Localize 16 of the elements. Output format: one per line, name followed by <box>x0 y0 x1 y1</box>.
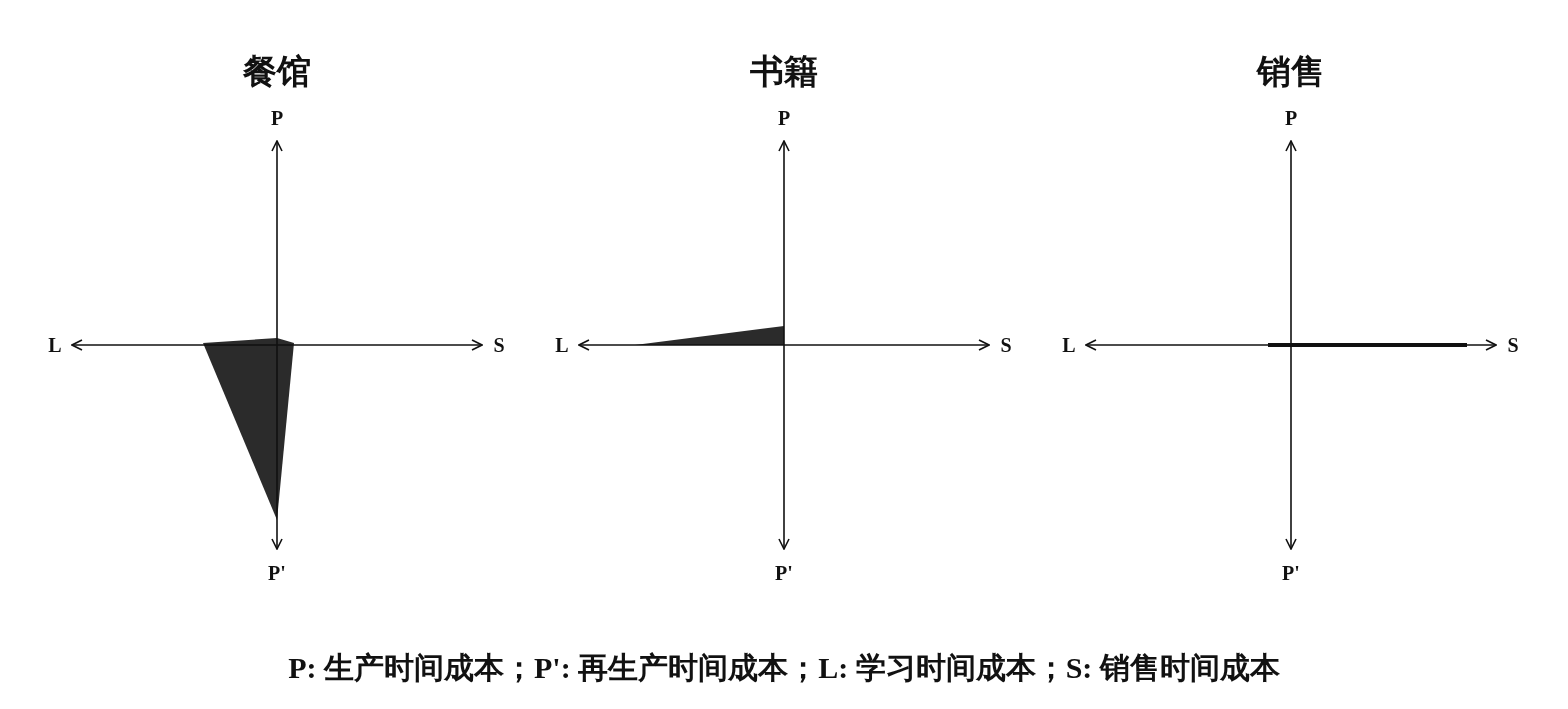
axis-label: L <box>48 335 62 355</box>
panel-title: 销售 <box>1257 55 1325 89</box>
axis-label: L <box>555 335 569 355</box>
axis-label: L <box>1062 335 1076 355</box>
axis-label: S <box>1000 335 1012 355</box>
axis-label: P' <box>775 563 793 583</box>
axis-label: P' <box>268 563 286 583</box>
axis-label: P <box>1284 108 1298 128</box>
axis-label: P <box>270 108 284 128</box>
axis-label: P <box>777 108 791 128</box>
panel-title: 餐馆 <box>243 55 311 89</box>
axis-label: S <box>493 335 505 355</box>
caption: P: 生产时间成本；P': 再生产时间成本；L: 学习时间成本；S: 销售时间成本 <box>288 653 1280 683</box>
panel-title: 书籍 <box>750 55 818 89</box>
axis-label: S <box>1507 335 1519 355</box>
axis-label: P' <box>1282 563 1300 583</box>
